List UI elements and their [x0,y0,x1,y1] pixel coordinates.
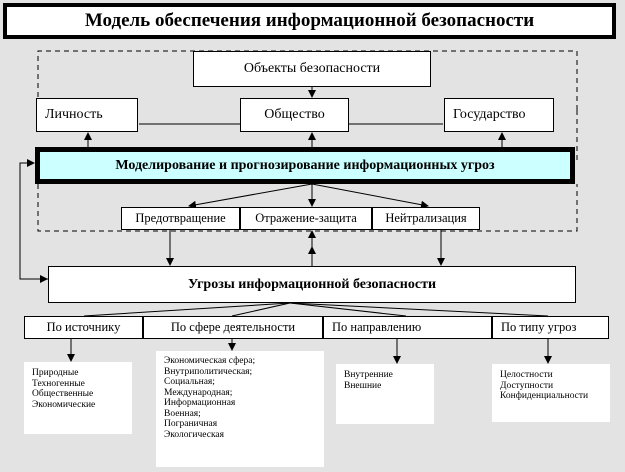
classification-by-source: По источнику [24,316,143,339]
security-objects-box: Объекты безопасности [193,51,431,87]
list-item: Экологическая [164,429,225,440]
list-item: Целостности [500,370,553,380]
direction-list: Внутренние Внешние [336,364,434,424]
threats-box: Угрозы информационной безопасности [48,266,576,303]
object-personality-box: Личность [36,98,138,132]
action-protection-box: Отражение-защита [240,207,372,230]
type-list: Целостности Доступности Конфиденциальнос… [492,364,610,422]
list-item: Техногенные [32,378,85,389]
page-title: Модель обеспечения информационной безопа… [3,3,616,39]
classification-by-type: По типу угроз [492,316,609,339]
classification-by-direction: По направлению [323,316,492,339]
object-society-box: Общество [240,98,349,132]
list-item: Пограничная [164,419,218,429]
action-neutralization-box: Нейтрализация [372,207,480,230]
action-prevention-box: Предотвращение [121,207,240,230]
list-item: Внешние [344,380,382,391]
sphere-list: Экономическая сфера; Внутриполитическая;… [156,351,324,467]
threat-modeling-box: Моделирование и прогнозирование информац… [35,147,575,184]
list-item: Военная; [164,408,201,419]
object-state-box: Государство [444,98,554,132]
list-item: Общественные [32,389,94,399]
list-item: Экономическая сфера; [164,356,256,366]
list-item: Экономические [32,399,96,410]
list-item: Природные [32,368,79,378]
list-item: Внутриполитическая; [164,366,253,377]
list-item: Конфиденциальности [500,391,589,401]
list-item: Доступности [500,380,554,391]
list-item: Информационная [164,398,236,408]
list-item: Социальная; [164,377,215,387]
list-item: Международная; [164,387,233,398]
source-list: Природные Техногенные Общественные Эконо… [24,362,132,434]
classification-by-sphere: По сфере деятельности [143,316,323,339]
list-item: Внутренние [344,370,393,380]
